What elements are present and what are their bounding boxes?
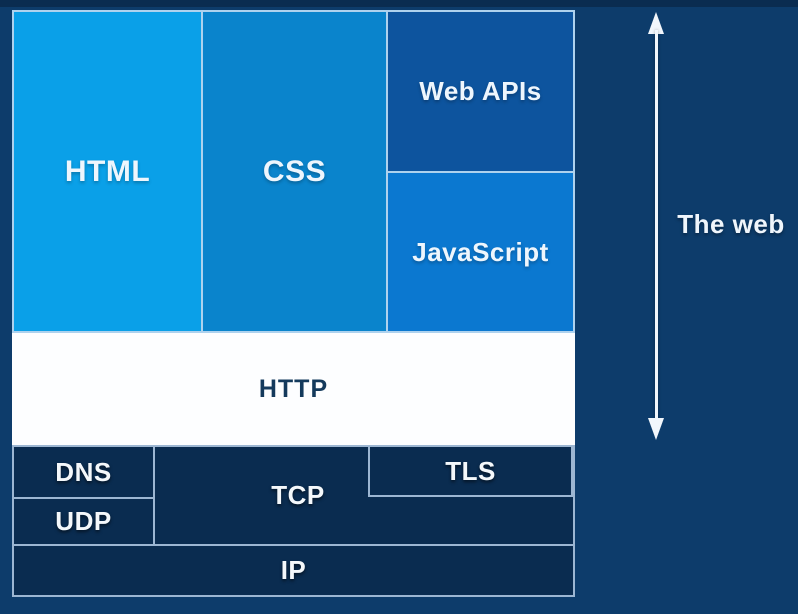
html-block: HTML — [12, 10, 203, 333]
web-apis-block: Web APIs — [386, 10, 575, 173]
http-label: HTTP — [258, 374, 329, 403]
top-dark-strip — [0, 0, 798, 7]
web-apis-label: Web APIs — [419, 76, 542, 106]
http-block: HTTP — [12, 333, 575, 445]
ip-label: IP — [280, 555, 307, 585]
tls-label: TLS — [445, 455, 496, 486]
ip-block: IP — [12, 544, 575, 597]
arrow-line — [654, 30, 658, 422]
javascript-block: JavaScript — [386, 171, 575, 333]
double-arrow-icon — [648, 12, 664, 440]
css-label: CSS — [262, 154, 327, 188]
html-label: HTML — [64, 154, 151, 188]
udp-label: UDP — [55, 506, 112, 536]
tls-block: TLS — [368, 445, 573, 497]
dns-block: DNS — [12, 445, 155, 499]
css-block: CSS — [201, 10, 388, 333]
javascript-label: JavaScript — [412, 236, 549, 267]
dns-label: DNS — [55, 456, 112, 487]
arrow-down-icon — [648, 418, 664, 440]
web-stack-diagram: HTML CSS Web APIs JavaScript HTTP TCP TL… — [12, 10, 575, 598]
tcp-label: TCP — [271, 480, 325, 510]
udp-block: UDP — [12, 497, 155, 546]
the-web-label: The web — [677, 209, 785, 239]
arrow-up-icon — [648, 12, 664, 34]
